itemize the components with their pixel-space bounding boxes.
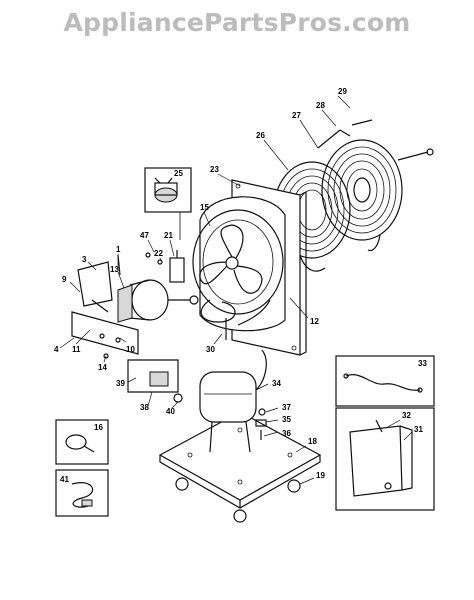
part-label-35: 35: [282, 415, 291, 424]
part-label-22: 22: [154, 249, 163, 258]
motor-bracket: [71, 261, 139, 359]
part-label-32: 32: [402, 411, 411, 420]
part-label-14: 14: [98, 363, 107, 372]
coil-tubes: [317, 119, 373, 149]
part-label-13: 13: [110, 265, 119, 274]
part-label-27: 27: [292, 111, 301, 120]
part-label-10: 10: [126, 345, 135, 354]
part-label-28: 28: [316, 101, 325, 110]
part-label-30: 30: [206, 345, 215, 354]
part-label-9: 9: [62, 275, 67, 284]
fan-motor: [117, 279, 199, 323]
evaporator-coil: [321, 139, 434, 252]
leader-lines: [59, 95, 413, 485]
inset-power-cord: [55, 469, 109, 517]
part-label-34: 34: [272, 379, 281, 388]
watermark: AppliancePartsPros.com: [63, 8, 411, 37]
control-switch: [117, 250, 185, 283]
caster-wheels: [175, 477, 301, 523]
part-label-31: 31: [414, 425, 423, 434]
part-label-23: 23: [210, 165, 219, 174]
inset-hose-clamp: [55, 419, 109, 465]
part-label-1: 1: [116, 245, 121, 254]
inset-water-bucket: [335, 407, 435, 511]
inset-wire-harness: [335, 355, 435, 407]
part-label-26: 26: [256, 131, 265, 140]
fan-blade: [199, 224, 263, 294]
part-label-4: 4: [54, 345, 59, 354]
part-label-19: 19: [316, 471, 325, 480]
part-label-41: 41: [60, 475, 69, 484]
part-label-18: 18: [308, 437, 317, 446]
compressor-grommets: [255, 408, 267, 440]
part-label-40: 40: [166, 407, 175, 416]
part-label-47: 47: [140, 231, 149, 240]
part-labels: 29 28 27 26 23 25 15 47 21 22 1 3 9 13 4…: [54, 87, 427, 484]
base-pan: [158, 411, 322, 509]
part-label-12: 12: [310, 317, 319, 326]
part-label-39: 39: [116, 379, 125, 388]
fan-housing: [192, 196, 286, 332]
part-label-38: 38: [140, 403, 149, 412]
part-label-37: 37: [282, 403, 291, 412]
part-label-3: 3: [82, 255, 87, 264]
part-label-21: 21: [164, 231, 173, 240]
relay-bracket: [127, 359, 183, 403]
part-label-15: 15: [200, 203, 209, 212]
compressor: [199, 349, 267, 453]
part-label-36: 36: [282, 429, 291, 438]
wire-harness: [200, 299, 271, 340]
part-label-25: 25: [174, 169, 183, 178]
part-label-16: 16: [94, 423, 103, 432]
capacitor-inset: [144, 167, 192, 213]
part-label-29: 29: [338, 87, 347, 96]
part-label-33: 33: [418, 359, 427, 368]
part-label-11: 11: [72, 345, 81, 354]
